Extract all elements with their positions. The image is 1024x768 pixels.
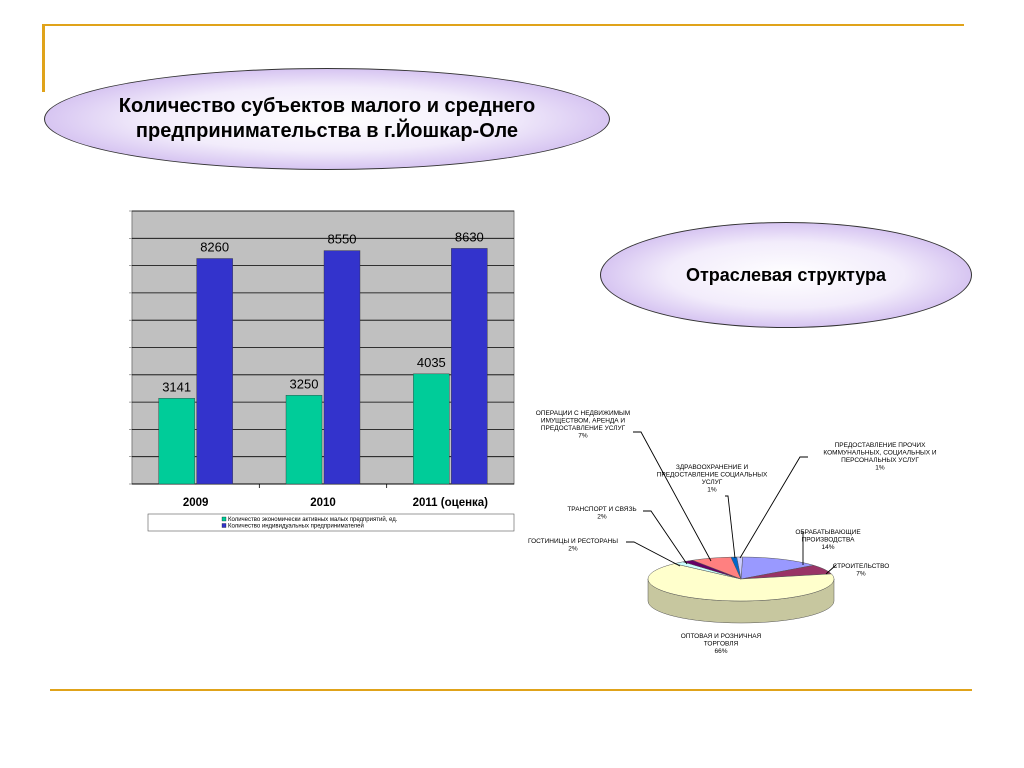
pie-label-line: ОБРАБАТЫВАЮЩИЕ [795, 529, 861, 536]
pie-label-line: ОПТОВАЯ И РОЗНИЧНАЯ [681, 633, 762, 640]
pie-slice [736, 556, 743, 580]
title-oval: Количество субъектов малого и среднего п… [44, 68, 610, 170]
pie-leader-line [739, 456, 808, 559]
legend-entry: Количество экономически активных малых п… [228, 516, 398, 523]
legend-box [147, 513, 515, 532]
pie-leader-line [643, 510, 688, 565]
pie-label-line: ЗДРАВООХРАНЕНИЕ И [676, 464, 749, 471]
pie-label-line: ОПЕРАЦИИ С НЕДВИЖИМЫМ [536, 410, 630, 417]
legend-swatch [221, 516, 227, 522]
pie-label-line: ПРЕДОСТАВЛЕНИЕ СОЦИАЛЬНЫХ [657, 472, 768, 479]
pie-label-line: СТРОИТЕЛЬСТВО [833, 563, 890, 570]
slide-title: Количество субъектов малого и среднего п… [118, 95, 536, 142]
pie-label-line: КОММУНАЛЬНЫХ, СОЦИАЛЬНЫХ И [823, 450, 937, 457]
pie-label-line: ГОСТИНИЦЫ И РЕСТОРАНЫ [528, 538, 618, 545]
bar [158, 398, 195, 485]
pie-label-percent: 1% [707, 487, 717, 494]
pie-label-line: ИМУЩЕСТВОМ, АРЕНДА И [541, 418, 626, 425]
bar-value-label: 4035 [417, 355, 446, 370]
bar-value-label: 8550 [328, 232, 357, 247]
bar-value-label: 8260 [200, 240, 229, 255]
bar [413, 373, 450, 485]
pie-label-line: ПРЕДОСТАВЛЕНИЕ ПРОЧИХ [835, 442, 927, 449]
bar-value-label: 8630 [455, 229, 484, 244]
x-tick-label: 2009 [183, 497, 209, 509]
pie-label-percent: 14% [821, 544, 834, 551]
pie-slice [647, 563, 835, 602]
pie-leader-line [725, 495, 736, 559]
pie-leader-line [626, 541, 681, 567]
bottom-rule [50, 689, 972, 691]
sector-title: Отраслевая структура [685, 264, 887, 285]
pie-label-percent: 2% [568, 546, 578, 553]
bar [285, 395, 323, 485]
pie-leader-line [633, 431, 712, 562]
pie-leader-line [825, 564, 837, 575]
x-tick-label: 2010 [310, 497, 336, 509]
pie-label-line: ТОРГОВЛЯ [704, 641, 739, 648]
bar-value-label: 3250 [290, 376, 319, 391]
legend-entry: Количество индивидуальных предпринимател… [228, 523, 364, 530]
pie-label-percent: 2% [597, 514, 607, 521]
top-rule [42, 24, 964, 26]
pie-label-line: ТРАНСПОРТ И СВЯЗЬ [567, 506, 636, 513]
bar [323, 250, 361, 485]
pie-label-line: ПРОИЗВОДСТВА [802, 537, 856, 544]
bar-value-label: 3141 [162, 379, 191, 394]
pie-label-line: ПЕРСОНАЛЬНЫХ УСЛУГ [841, 457, 919, 464]
x-tick-label: 2011 (оценка) [413, 497, 489, 509]
bar [451, 248, 488, 485]
pie-slice [740, 556, 814, 580]
left-rule [42, 24, 45, 92]
pie-label-percent: 7% [578, 433, 588, 440]
sector-oval: Отраслевая структура [600, 222, 972, 328]
pie-label-percent: 66% [714, 648, 727, 655]
pie-label-percent: 1% [875, 465, 885, 472]
pie-label-line: ПРЕДОСТАВЛЕНИЕ УСЛУГ [541, 425, 626, 432]
legend-swatch [221, 523, 227, 528]
pie-label-percent: 7% [856, 571, 866, 578]
bar [196, 258, 233, 485]
pie-label-line: УСЛУГ [702, 479, 723, 486]
